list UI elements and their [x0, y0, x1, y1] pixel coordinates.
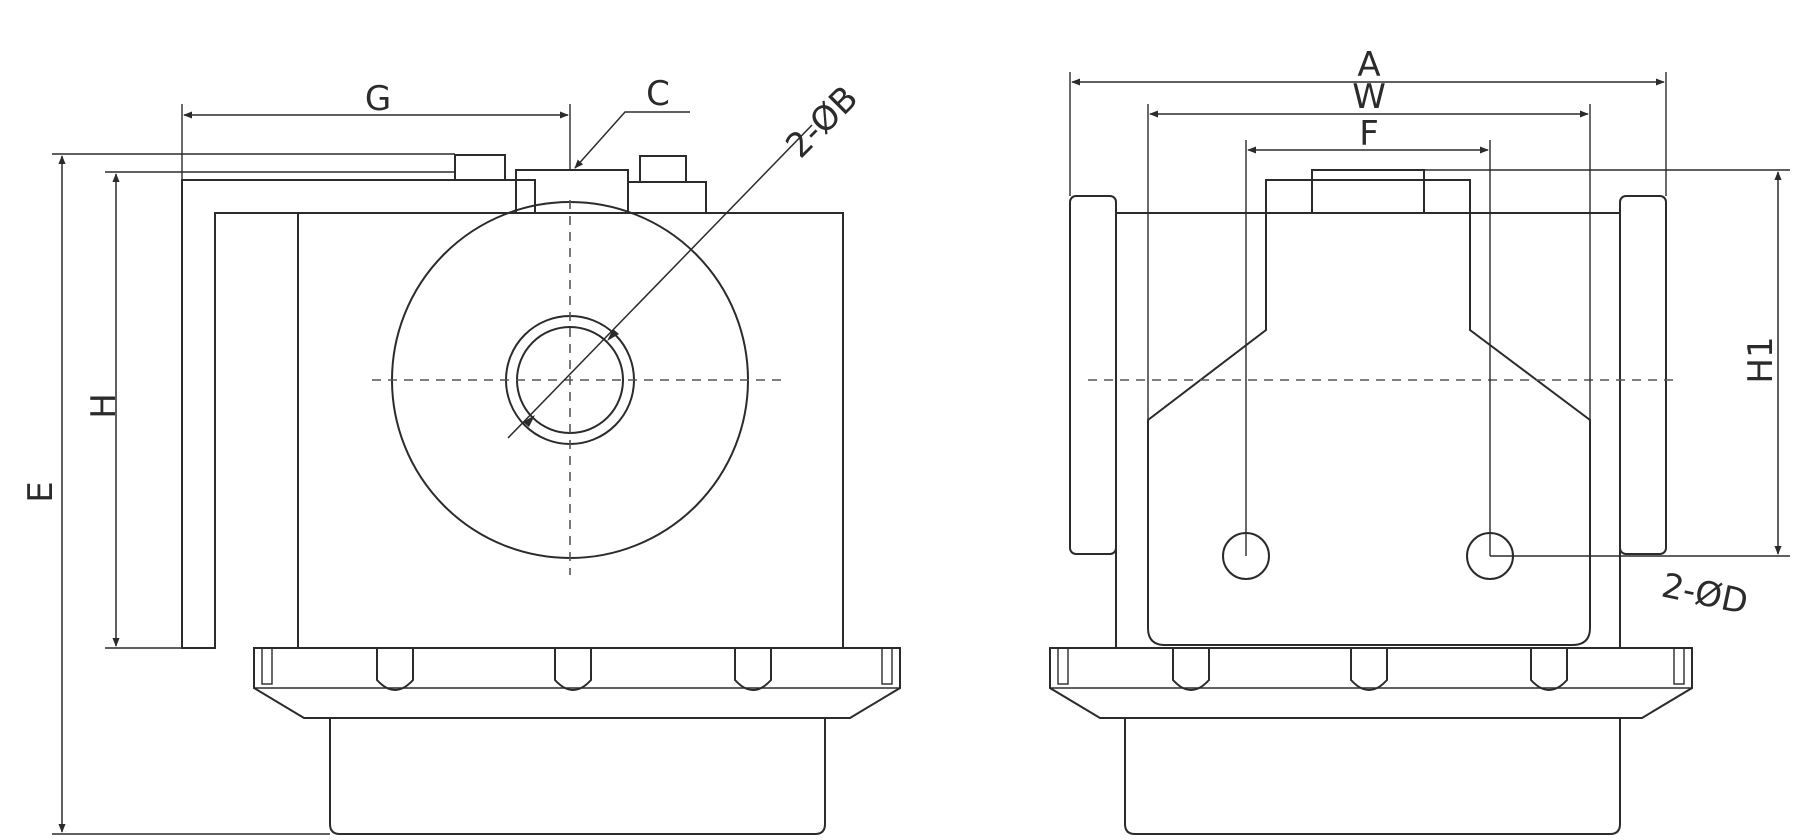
label-h: H: [84, 393, 124, 419]
filter-bowl: [329, 718, 826, 835]
mounting-bracket: [181, 179, 536, 649]
side-bolt-2: [1350, 648, 1388, 691]
front-view: G C 2-ØB H E: [21, 74, 901, 835]
leader-c: [574, 111, 690, 169]
side-view: A W F H1 2-ØD: [1049, 45, 1790, 835]
flange-tab-left: [261, 647, 273, 685]
side-bolt-3: [1530, 648, 1568, 691]
label-a: A: [1357, 45, 1380, 85]
side-bolt-1: [1172, 648, 1210, 691]
side-top-port: [1311, 169, 1425, 214]
label-h1: H1: [1741, 336, 1781, 383]
top-port-right: [627, 181, 707, 214]
label-e: E: [21, 481, 61, 502]
side-base-flange: [1049, 647, 1693, 719]
label-d: 2-ØD: [1658, 566, 1751, 623]
inner-housing: [1147, 179, 1591, 646]
base-flange: [253, 647, 901, 719]
bolt-1: [376, 648, 414, 691]
bolt-2: [554, 648, 592, 691]
label-b: 2-ØB: [778, 78, 866, 166]
leader-b: [507, 124, 813, 439]
top-port-left: [454, 154, 506, 181]
top-port-right-cap: [639, 155, 687, 183]
side-filter-bowl: [1124, 718, 1621, 835]
flange-tab-right: [881, 647, 893, 685]
label-c: C: [646, 74, 670, 114]
label-f: F: [1359, 114, 1379, 154]
label-w: W: [1352, 77, 1386, 117]
side-cap-right: [1619, 195, 1667, 555]
side-body: [1115, 212, 1621, 649]
bolt-3: [734, 648, 772, 691]
label-g: G: [365, 79, 391, 119]
side-cap-left: [1069, 195, 1117, 555]
